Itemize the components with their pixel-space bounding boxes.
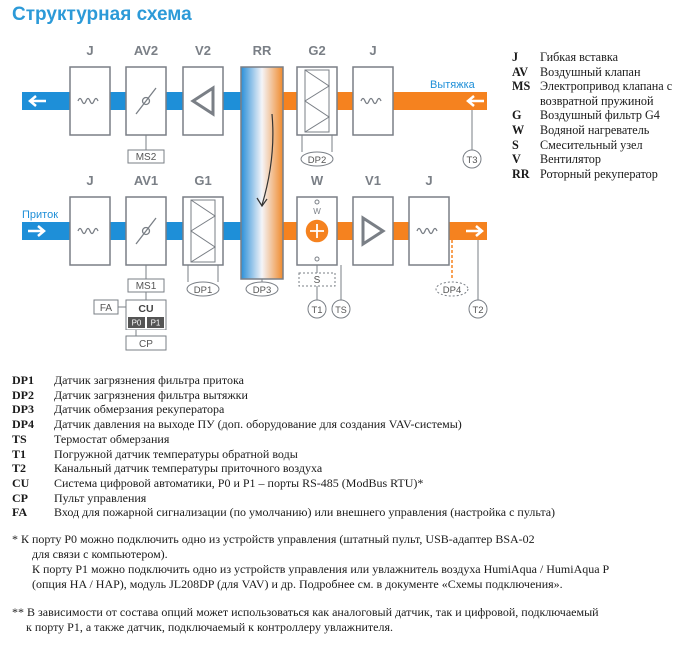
bottom-j-left: J — [69, 173, 111, 266]
t1-label: T1 — [311, 305, 322, 316]
exhaust-label: Вытяжка — [430, 79, 476, 91]
svg-text:AV2: AV2 — [134, 43, 158, 58]
t2-sensor: T2 — [468, 240, 488, 319]
ms1-label: MS1 — [136, 281, 157, 292]
exhaust-arrow-left — [28, 95, 46, 107]
note-2-line: к порту P1, а также датчик, подключаемый… — [26, 620, 393, 634]
bottom-v1: V1 — [352, 173, 394, 266]
supply-label: Приток — [22, 209, 58, 221]
svg-text:RR: RR — [253, 43, 272, 58]
t3-sensor: T3 — [462, 110, 482, 169]
svg-text:J: J — [86, 173, 93, 188]
footnotes: * К порту P0 можно подключить одно из ус… — [12, 532, 692, 635]
svg-text:J: J — [86, 43, 93, 58]
svg-text:G2: G2 — [308, 43, 325, 58]
svg-text:W: W — [313, 207, 321, 216]
dp3-label: DP3 — [253, 285, 271, 296]
bottom-j-right: J — [408, 173, 450, 266]
p0-label: P0 — [132, 319, 142, 328]
svg-text:G1: G1 — [194, 173, 211, 188]
control-unit: FA CU P0 P1 — [93, 292, 167, 330]
bottom-w-heater: W W S T1 TS — [296, 173, 351, 319]
fa-label: FA — [100, 303, 113, 314]
page-title: Структурная схема — [12, 4, 192, 25]
top-av2: AV2 MS2 — [125, 43, 167, 164]
svg-text:T2: T2 — [472, 305, 483, 316]
svg-text:J: J — [425, 173, 432, 188]
control-panel-diagram: CP — [125, 330, 167, 351]
top-j-right: J — [352, 43, 394, 136]
cp-label: CP — [139, 339, 153, 350]
dp2-label: DP2 — [308, 155, 326, 166]
top-j-left: J — [69, 43, 111, 136]
svg-text:AV1: AV1 — [134, 173, 158, 188]
note-2-line: ** В зависимости от состава опций может … — [12, 605, 599, 619]
dp1-label: DP1 — [194, 285, 212, 296]
dp4-sensor: DP4 — [435, 240, 469, 297]
svg-text:DP4: DP4 — [443, 285, 461, 296]
structural-diagram: Вытяжка Приток J AV2 MS2 V2 G2 DP2 J — [22, 43, 488, 330]
note-1-line: К порту P1 можно подключить одно из устр… — [32, 562, 610, 576]
svg-text:V1: V1 — [365, 173, 381, 188]
bottom-av1: AV1 MS1 — [125, 173, 167, 293]
top-g2: G2 DP2 — [296, 43, 338, 167]
bottom-g1: G1 DP1 — [182, 173, 224, 297]
svg-text:W: W — [311, 173, 324, 188]
ts-label: TS — [335, 305, 347, 315]
s-label: S — [314, 275, 321, 286]
p1-label: P1 — [151, 319, 161, 328]
top-v2: V2 — [182, 43, 224, 136]
exhaust-arrow-in — [466, 95, 484, 107]
ms2-label: MS2 — [136, 152, 157, 163]
svg-text:T3: T3 — [466, 155, 477, 166]
note-1-line: (опция HA / HAP), модуль JL208DP (для VA… — [32, 577, 563, 591]
note-1-line: * К порту P0 можно подключить одно из ус… — [12, 532, 535, 546]
cu-label: CU — [138, 303, 153, 315]
svg-text:V2: V2 — [195, 43, 211, 58]
supply-arrow-in — [28, 225, 46, 237]
rotary-recuperator: RR DP3 — [240, 43, 284, 297]
svg-text:J: J — [369, 43, 376, 58]
note-1-line: для связи с компьютером). — [32, 547, 168, 561]
supply-arrow-out — [466, 225, 484, 237]
